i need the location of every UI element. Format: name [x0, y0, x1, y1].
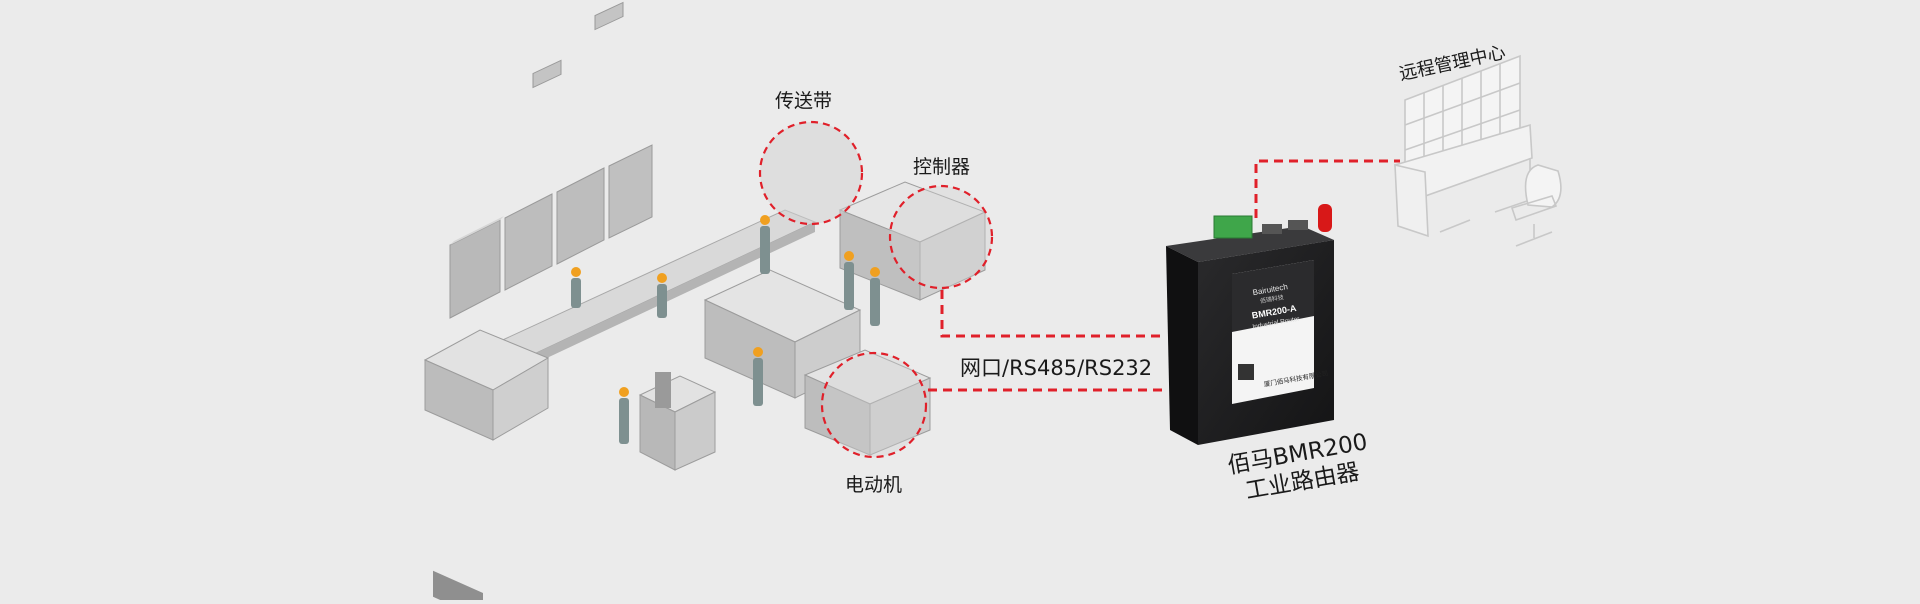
label-controller: 控制器	[913, 156, 971, 178]
worker	[657, 273, 667, 318]
highlight-conveyor	[758, 120, 864, 226]
label-connection-types: 网口/RS485/RS232	[960, 356, 1153, 380]
remote-center-illustration	[1394, 54, 1562, 247]
worker	[844, 251, 854, 310]
worker	[619, 387, 629, 444]
worker	[870, 267, 880, 326]
terminal-block	[1213, 215, 1253, 239]
worker	[571, 267, 581, 308]
link-line-remote	[1254, 159, 1400, 218]
oven-machine	[423, 329, 550, 604]
workers	[571, 215, 880, 444]
label-motor: 电动机	[845, 474, 903, 496]
fence-panels	[449, 144, 653, 319]
label-conveyor: 传送带	[775, 90, 833, 112]
worker	[760, 215, 770, 274]
highlight-motor	[820, 351, 928, 459]
worker	[753, 347, 763, 406]
antenna	[1318, 204, 1332, 232]
highlight-controller	[888, 184, 994, 290]
controller-cabinet	[838, 181, 987, 301]
control-console	[638, 372, 717, 471]
router-device	[1166, 204, 1334, 445]
link-line-controller	[940, 290, 1166, 338]
motor-machine	[803, 349, 932, 456]
